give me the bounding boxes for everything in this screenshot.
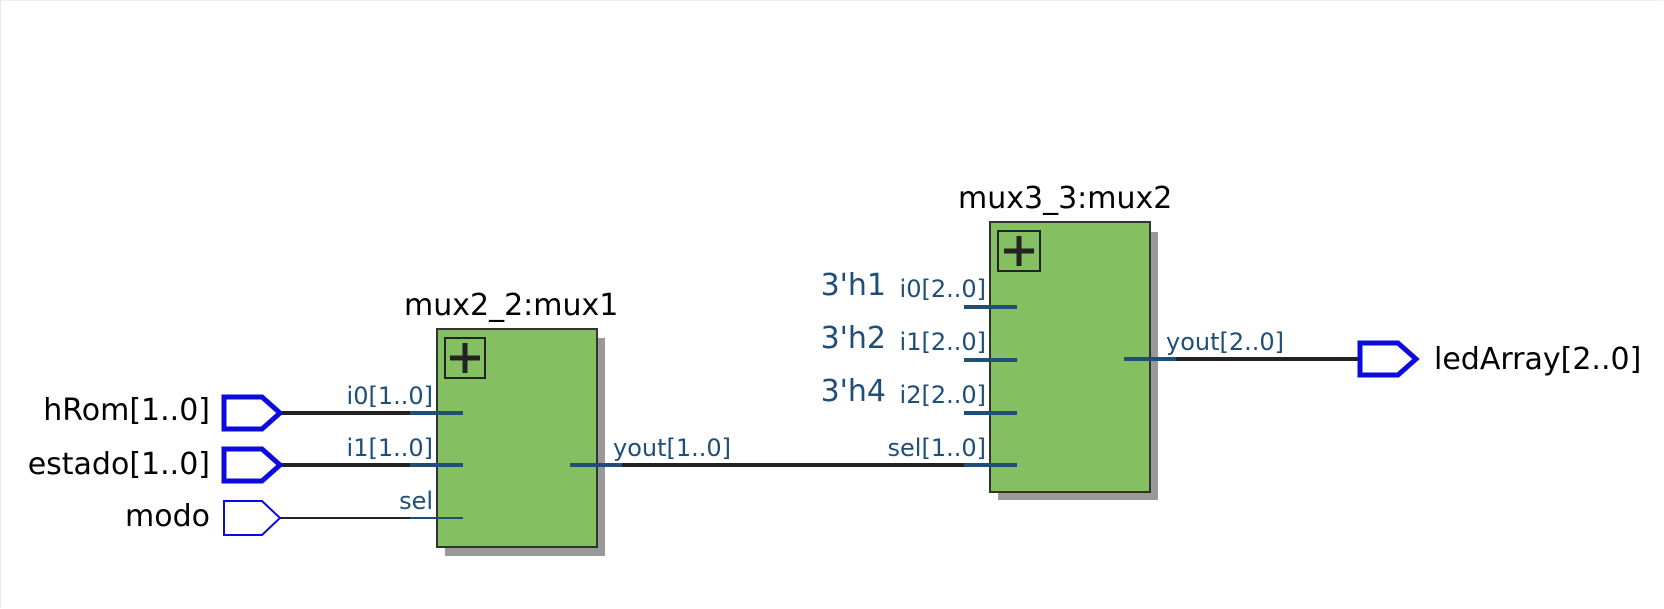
input-port-icon bbox=[223, 500, 282, 536]
input-port-estado[interactable]: estado[1..0] bbox=[28, 446, 284, 484]
pin-label-i0: i0[1..0] bbox=[347, 382, 433, 410]
input-port-hrom[interactable]: hRom[1..0] bbox=[43, 393, 284, 432]
block-body bbox=[436, 328, 598, 548]
input-port-modo[interactable]: modo bbox=[125, 499, 282, 536]
input-port-label: hRom[1..0] bbox=[43, 393, 210, 428]
plus-box-icon[interactable] bbox=[444, 337, 486, 379]
output-port-icon bbox=[1357, 340, 1420, 378]
pin-label-i2: i2[2..0] bbox=[900, 381, 986, 409]
plus-box-icon[interactable] bbox=[997, 230, 1041, 272]
pin-label-i0: i0[2..0] bbox=[900, 275, 986, 303]
input-port-label: estado[1..0] bbox=[28, 447, 210, 482]
output-port-ledarray[interactable]: ledArray[2..0] bbox=[1357, 340, 1641, 378]
pin-label-yout: yout[1..0] bbox=[613, 434, 731, 462]
constant-value[interactable]: 3'h1 bbox=[821, 268, 886, 303]
constants: 3'h1 3'h2 3'h4 bbox=[821, 268, 886, 409]
input-port-icon bbox=[221, 394, 284, 432]
pin-label-i1: i1[1..0] bbox=[347, 434, 433, 462]
output-port-label: ledArray[2..0] bbox=[1434, 342, 1641, 377]
block-title: mux3_3:mux2 bbox=[958, 181, 1172, 216]
constant-value[interactable]: 3'h2 bbox=[821, 321, 886, 356]
constant-value[interactable]: 3'h4 bbox=[821, 374, 886, 409]
input-port-icon bbox=[221, 446, 284, 484]
block-title: mux2_2:mux1 bbox=[404, 288, 618, 323]
pin-label-yout: yout[2..0] bbox=[1166, 328, 1284, 356]
pin-label-sel: sel bbox=[399, 487, 433, 515]
block-mux1[interactable]: mux2_2:mux1 i0[1..0] i1[1..0] sel yout[1… bbox=[347, 288, 732, 556]
input-port-label: modo bbox=[125, 499, 210, 534]
pin-label-sel: sel[1..0] bbox=[888, 434, 986, 462]
pin-label-i1: i1[2..0] bbox=[900, 328, 986, 356]
block-mux2[interactable]: mux3_3:mux2 i0[2..0] i1[2..0] i2[2..0] s… bbox=[888, 181, 1285, 500]
